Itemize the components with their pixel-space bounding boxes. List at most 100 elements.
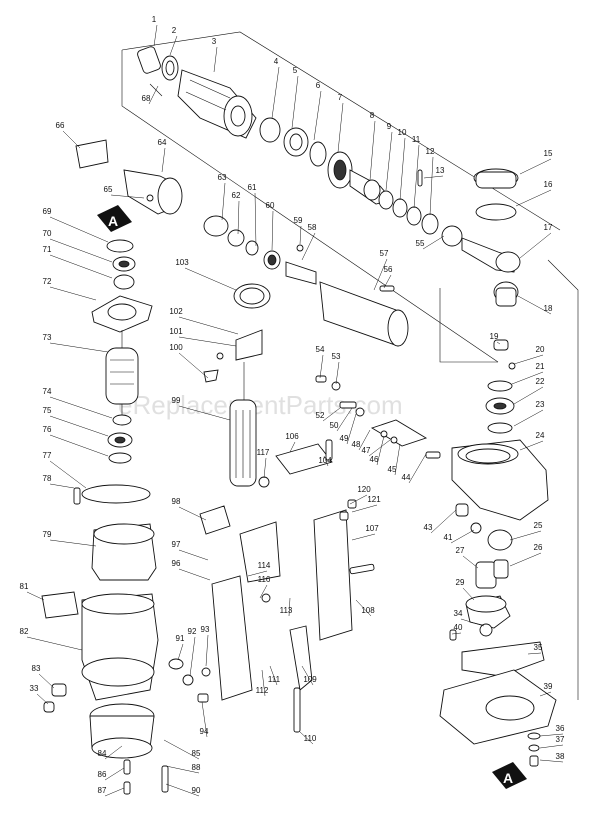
leader-line <box>178 506 207 521</box>
leader-line <box>383 274 392 289</box>
side-handle-parts <box>203 283 271 488</box>
leader-line <box>460 618 485 627</box>
leader-line <box>205 634 209 667</box>
part-number-label: 68 <box>142 94 151 103</box>
leader-line <box>49 254 113 279</box>
leader-line <box>178 316 239 335</box>
leader-line <box>291 75 299 129</box>
part-number-label: 74 <box>43 387 52 396</box>
part-number-label: 43 <box>424 523 433 532</box>
part-number-label: 39 <box>544 682 553 691</box>
part-number-label: 50 <box>330 421 339 430</box>
barrel-parts <box>203 215 409 347</box>
leader-line <box>148 85 159 105</box>
leader-line <box>177 643 184 661</box>
leader-line <box>355 599 372 617</box>
part-number-label: 62 <box>232 191 241 200</box>
middle-fasteners <box>315 375 441 521</box>
leader-line <box>513 409 544 427</box>
part-number-label: 49 <box>340 434 349 443</box>
part-number-label: 70 <box>43 229 52 238</box>
leader-lines <box>26 24 564 797</box>
marker-label: A <box>108 213 118 229</box>
part-number-label: 81 <box>20 582 29 591</box>
leader-line <box>259 584 268 599</box>
part-number-labels: 1234567891011121315161718192021222324252… <box>20 15 565 795</box>
leader-line <box>221 182 226 221</box>
part-number-label: 35 <box>534 643 543 652</box>
part-number-label: 46 <box>370 455 379 464</box>
leader-line <box>178 549 209 561</box>
part-number-label: 54 <box>316 345 325 354</box>
leader-line <box>368 439 391 457</box>
part-number-label: 29 <box>456 578 465 587</box>
leader-line <box>49 434 109 457</box>
part-number-label: 1 <box>152 15 157 24</box>
leader-line <box>511 371 544 385</box>
leader-line <box>178 568 211 581</box>
part-number-label: 103 <box>175 258 189 267</box>
part-number-label: 26 <box>534 543 543 552</box>
part-number-label: 88 <box>192 763 201 772</box>
part-number-label: 110 <box>304 734 317 743</box>
part-number-label: 104 <box>318 456 332 465</box>
marker-label: A <box>503 770 513 786</box>
part-number-label: 120 <box>357 485 371 494</box>
leader-line <box>104 787 125 797</box>
part-number-label: 116 <box>258 575 271 584</box>
leader-line <box>301 665 314 686</box>
leader-line <box>38 673 55 689</box>
armature-stack <box>73 239 153 505</box>
part-number-label: 55 <box>416 239 425 248</box>
leader-line <box>49 238 113 263</box>
leader-line <box>288 597 291 617</box>
leader-line <box>496 341 501 345</box>
part-number-label: 25 <box>534 521 543 530</box>
part-number-label: 40 <box>454 623 463 632</box>
leader-line <box>519 440 544 451</box>
leader-line <box>373 258 388 291</box>
part-number-label: 99 <box>172 396 181 405</box>
leader-line <box>299 225 302 245</box>
leader-line <box>110 194 145 199</box>
part-number-label: 16 <box>544 180 553 189</box>
part-number-label: 69 <box>43 207 52 216</box>
leader-line <box>429 156 434 216</box>
leader-line <box>169 35 178 56</box>
part-number-label: 60 <box>266 201 275 210</box>
part-number-label: 87 <box>98 786 107 795</box>
leader-line <box>261 669 266 697</box>
leader-line <box>313 90 322 141</box>
leader-line <box>299 731 314 745</box>
leader-line <box>153 24 158 47</box>
leader-line <box>104 767 125 781</box>
part-number-label: 79 <box>43 530 52 539</box>
part-number-label: 94 <box>200 727 209 736</box>
leader-line <box>336 407 353 432</box>
part-number-label: 64 <box>158 138 167 147</box>
leader-line <box>539 691 552 697</box>
part-number-label: 91 <box>176 634 185 643</box>
leader-line <box>335 361 340 385</box>
leader-line <box>254 192 257 247</box>
part-number-label: 71 <box>43 245 52 254</box>
leader-line <box>49 460 87 489</box>
part-number-label: 109 <box>303 675 317 684</box>
leader-line <box>539 733 564 737</box>
part-number-label: 21 <box>536 362 545 371</box>
leader-line <box>49 539 97 547</box>
part-number-label: 85 <box>192 749 201 758</box>
part-number-label: 73 <box>43 333 52 342</box>
leader-line <box>509 552 542 567</box>
part-number-label: 10 <box>398 128 407 137</box>
part-number-label: 117 <box>257 448 270 457</box>
part-number-label: 44 <box>402 473 411 482</box>
part-number-label: 93 <box>201 625 210 634</box>
part-number-label: 100 <box>169 343 183 352</box>
part-number-label: 113 <box>280 606 293 615</box>
part-number-label: 98 <box>172 497 181 506</box>
leader-line <box>178 352 209 379</box>
part-number-label: 37 <box>556 735 565 744</box>
leader-line <box>408 453 427 484</box>
leader-line <box>49 396 113 419</box>
